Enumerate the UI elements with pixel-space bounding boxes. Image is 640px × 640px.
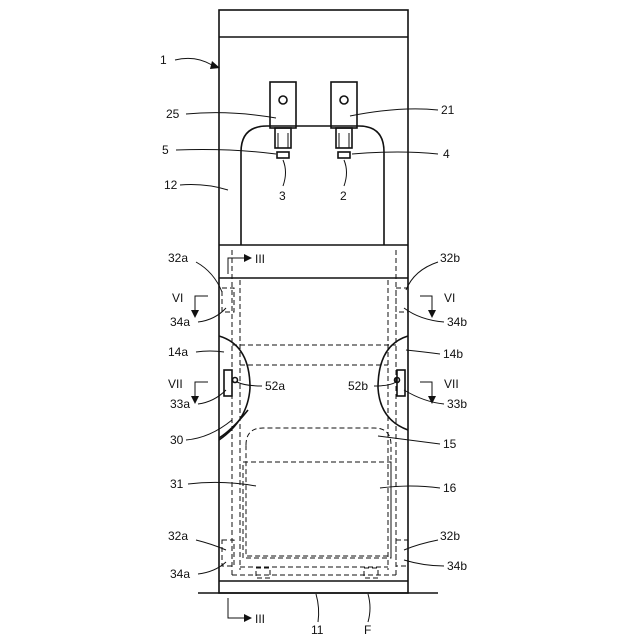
section-arrow-vi-left xyxy=(191,296,208,318)
right-faucet-knob xyxy=(340,96,348,104)
arrow-head-top xyxy=(244,254,252,262)
left-faucet xyxy=(270,82,296,158)
vii-left-head xyxy=(191,396,199,404)
label-33b: 33b xyxy=(447,397,467,411)
inner-frame-hidden xyxy=(232,250,396,575)
vii-left-line xyxy=(195,382,208,398)
section-arrow-vii-left xyxy=(191,382,208,404)
leader-5 xyxy=(176,150,276,155)
label-34b-top: 34b xyxy=(447,315,467,329)
label-III-bottom: III xyxy=(255,612,265,626)
label-16: 16 xyxy=(443,481,457,495)
door-edge-30 xyxy=(219,410,248,438)
leader-33a xyxy=(198,390,226,404)
section-line-top xyxy=(228,258,244,274)
leader-F xyxy=(368,594,370,622)
label-32a-top: 32a xyxy=(168,251,188,265)
leader-33b xyxy=(404,390,444,404)
vi-left-line xyxy=(195,296,208,312)
label-3: 3 xyxy=(279,189,286,203)
left-faucet-lever xyxy=(275,128,291,148)
leader-34b-bot xyxy=(404,560,444,566)
label-32b-top: 32b xyxy=(440,251,460,265)
label-34a-bottom: 34a xyxy=(170,567,190,581)
pin-52a xyxy=(233,378,238,383)
left-spout xyxy=(277,152,289,158)
leader-14a xyxy=(196,351,224,352)
label-12: 12 xyxy=(164,178,178,192)
right-faucet-body xyxy=(331,82,357,128)
water-bottle-15 xyxy=(246,428,391,556)
left-faucet-knob xyxy=(279,96,287,104)
label-VII-left: VII xyxy=(168,377,183,391)
latch-33a xyxy=(224,370,232,396)
leader-34b-top xyxy=(404,308,444,322)
label-25: 25 xyxy=(166,107,180,121)
label-34a-top: 34a xyxy=(170,315,190,329)
label-30: 30 xyxy=(170,433,184,447)
leader-2 xyxy=(344,160,347,186)
label-VI-right: VI xyxy=(444,291,455,305)
arrow-head-bottom xyxy=(244,614,252,622)
right-spout xyxy=(338,152,350,158)
label-5: 5 xyxy=(162,143,169,157)
leader-11 xyxy=(316,594,319,622)
label-32b-bottom: 32b xyxy=(440,529,460,543)
label-11: 11 xyxy=(311,623,324,637)
container-16 xyxy=(243,462,391,558)
label-4: 4 xyxy=(443,147,450,161)
left-faucet-body xyxy=(270,82,296,128)
label-34b-bottom: 34b xyxy=(447,559,467,573)
leader-25 xyxy=(186,113,276,118)
label-32a-bottom: 32a xyxy=(168,529,188,543)
label-31: 31 xyxy=(170,477,184,491)
right-foot xyxy=(364,568,378,578)
label-VI-left: VI xyxy=(172,291,183,305)
leader-1 xyxy=(175,58,212,65)
right-faucet-lever xyxy=(336,128,352,148)
label-52b: 52b xyxy=(348,379,368,393)
vi-left-head xyxy=(191,310,199,318)
label-2: 2 xyxy=(340,189,347,203)
label-52a: 52a xyxy=(265,379,285,393)
leader-lines xyxy=(175,58,444,622)
leader-16 xyxy=(380,486,440,488)
leader-21 xyxy=(350,109,438,116)
leader-4 xyxy=(352,152,438,154)
vi-right-line xyxy=(420,296,432,312)
label-14b: 14b xyxy=(443,347,463,361)
section-arrow-bottom xyxy=(228,598,252,622)
label-III-top: III xyxy=(255,252,265,266)
faucet-recess xyxy=(241,126,384,245)
label-33a: 33a xyxy=(170,397,190,411)
label-21: 21 xyxy=(441,103,455,117)
leader-3 xyxy=(283,160,286,186)
leader-32a-top xyxy=(196,262,222,292)
leader-12 xyxy=(180,185,228,190)
cabinet-body xyxy=(219,10,408,593)
bracket-32b-top xyxy=(396,288,408,312)
vii-right-line xyxy=(420,382,432,398)
label-14a: 14a xyxy=(168,345,188,359)
leader-15 xyxy=(378,436,440,444)
leader-30 xyxy=(186,420,232,440)
leader-32b-bot xyxy=(404,540,438,550)
leader-32b-top xyxy=(406,262,438,290)
label-15: 15 xyxy=(443,437,457,451)
left-foot xyxy=(256,568,270,578)
label-1: 1 xyxy=(160,53,167,67)
section-line-bottom xyxy=(228,598,244,618)
label-VII-right: VII xyxy=(444,377,459,391)
bracket-32b-bottom xyxy=(396,540,408,566)
vi-right-head xyxy=(428,310,436,318)
label-F: F xyxy=(364,623,371,637)
leader-14b xyxy=(406,350,440,354)
cabinet-outline xyxy=(219,10,408,593)
right-faucet xyxy=(331,82,357,158)
section-arrow-vi-right xyxy=(420,296,436,318)
